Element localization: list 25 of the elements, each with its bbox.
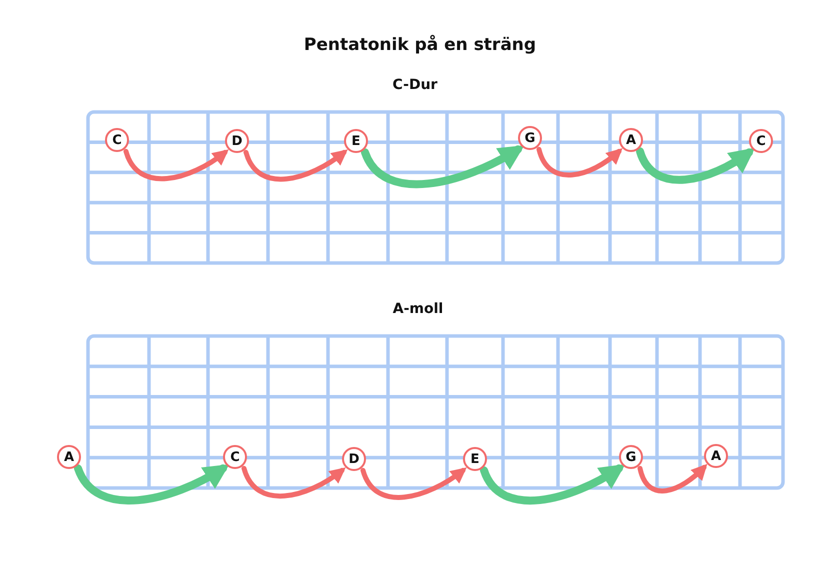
arrow xyxy=(74,464,230,504)
note-circle: E xyxy=(463,447,487,471)
arrow xyxy=(244,150,348,182)
diagram-title: Pentatonik på en sträng xyxy=(304,35,536,55)
note-circle: C xyxy=(105,128,129,152)
arrow xyxy=(124,148,229,182)
note-circle: A xyxy=(57,445,81,469)
arrow xyxy=(636,147,756,184)
scale-heading: A-moll xyxy=(392,301,444,317)
note-circle: A xyxy=(704,444,728,468)
scale-heading: C-Dur xyxy=(392,77,438,93)
note-circle: C xyxy=(749,129,773,153)
note-circle: C xyxy=(223,445,247,469)
arrow xyxy=(638,464,708,494)
arrow xyxy=(480,464,626,505)
note-circle: E xyxy=(344,129,368,153)
note-circle: G xyxy=(619,445,643,469)
arrow xyxy=(360,468,467,500)
note-circle: G xyxy=(518,126,542,150)
note-circle: A xyxy=(619,128,643,152)
arrow xyxy=(242,466,346,498)
arrow xyxy=(536,146,623,178)
note-circle: D xyxy=(225,129,249,153)
arrow xyxy=(361,145,525,188)
note-circle: D xyxy=(342,447,366,471)
